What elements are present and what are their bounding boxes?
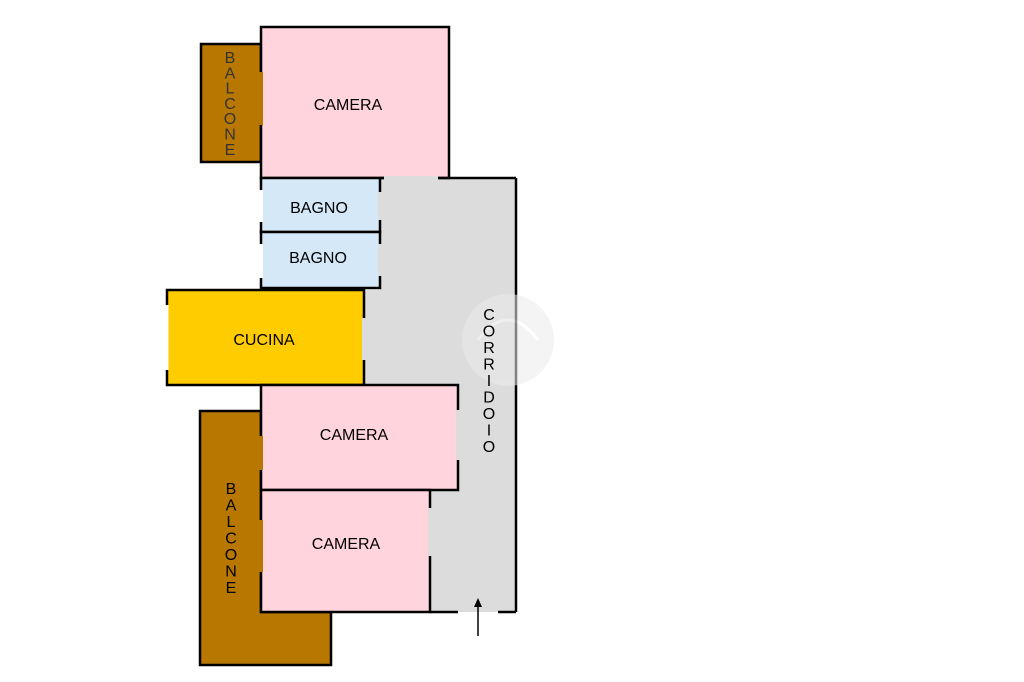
vertical-letter: B <box>225 50 236 67</box>
vertical-letter: L <box>226 81 235 98</box>
vertical-letter: O <box>483 324 495 341</box>
vertical-letter: O <box>225 547 237 564</box>
vertical-letter: O <box>483 406 495 423</box>
vertical-letter: C <box>225 531 237 548</box>
room-camera-bottom <box>259 488 432 614</box>
label-camera-top: CAMERA <box>314 97 383 114</box>
label-cucina: CUCINA <box>233 332 295 349</box>
vertical-letter: L <box>227 514 236 531</box>
room-bagno-2 <box>259 230 382 290</box>
vertical-letter: C <box>483 307 495 324</box>
vertical-letter: E <box>225 142 236 159</box>
circle-watermark-icon <box>462 294 554 386</box>
label-camera-bottom: CAMERA <box>312 536 381 553</box>
vertical-letter: I <box>487 423 491 440</box>
room-bagno-1 <box>259 176 382 234</box>
vertical-letter: O <box>224 111 236 128</box>
vertical-letter: C <box>224 96 236 113</box>
vertical-letter: O <box>483 439 495 456</box>
corridor <box>364 178 516 612</box>
door-openings <box>165 72 460 572</box>
vertical-letter: R <box>483 357 495 374</box>
up-arrow-icon <box>474 598 482 636</box>
vertical-letter: R <box>483 340 495 357</box>
vertical-letter: N <box>225 564 237 581</box>
vertical-letter: B <box>226 481 237 498</box>
vertical-letter: A <box>226 498 237 515</box>
vertical-letter: N <box>224 127 236 144</box>
label-bagno-2: BAGNO <box>289 250 347 267</box>
vertical-letter: E <box>226 580 237 597</box>
vertical-letter: D <box>483 390 495 407</box>
vertical-letter: A <box>225 65 236 82</box>
room-camera-mid <box>259 383 460 492</box>
corridor-area <box>364 178 516 612</box>
label-camera-mid: CAMERA <box>320 427 389 444</box>
vertical-letter: I <box>487 373 491 390</box>
label-bagno-1: BAGNO <box>290 200 348 217</box>
